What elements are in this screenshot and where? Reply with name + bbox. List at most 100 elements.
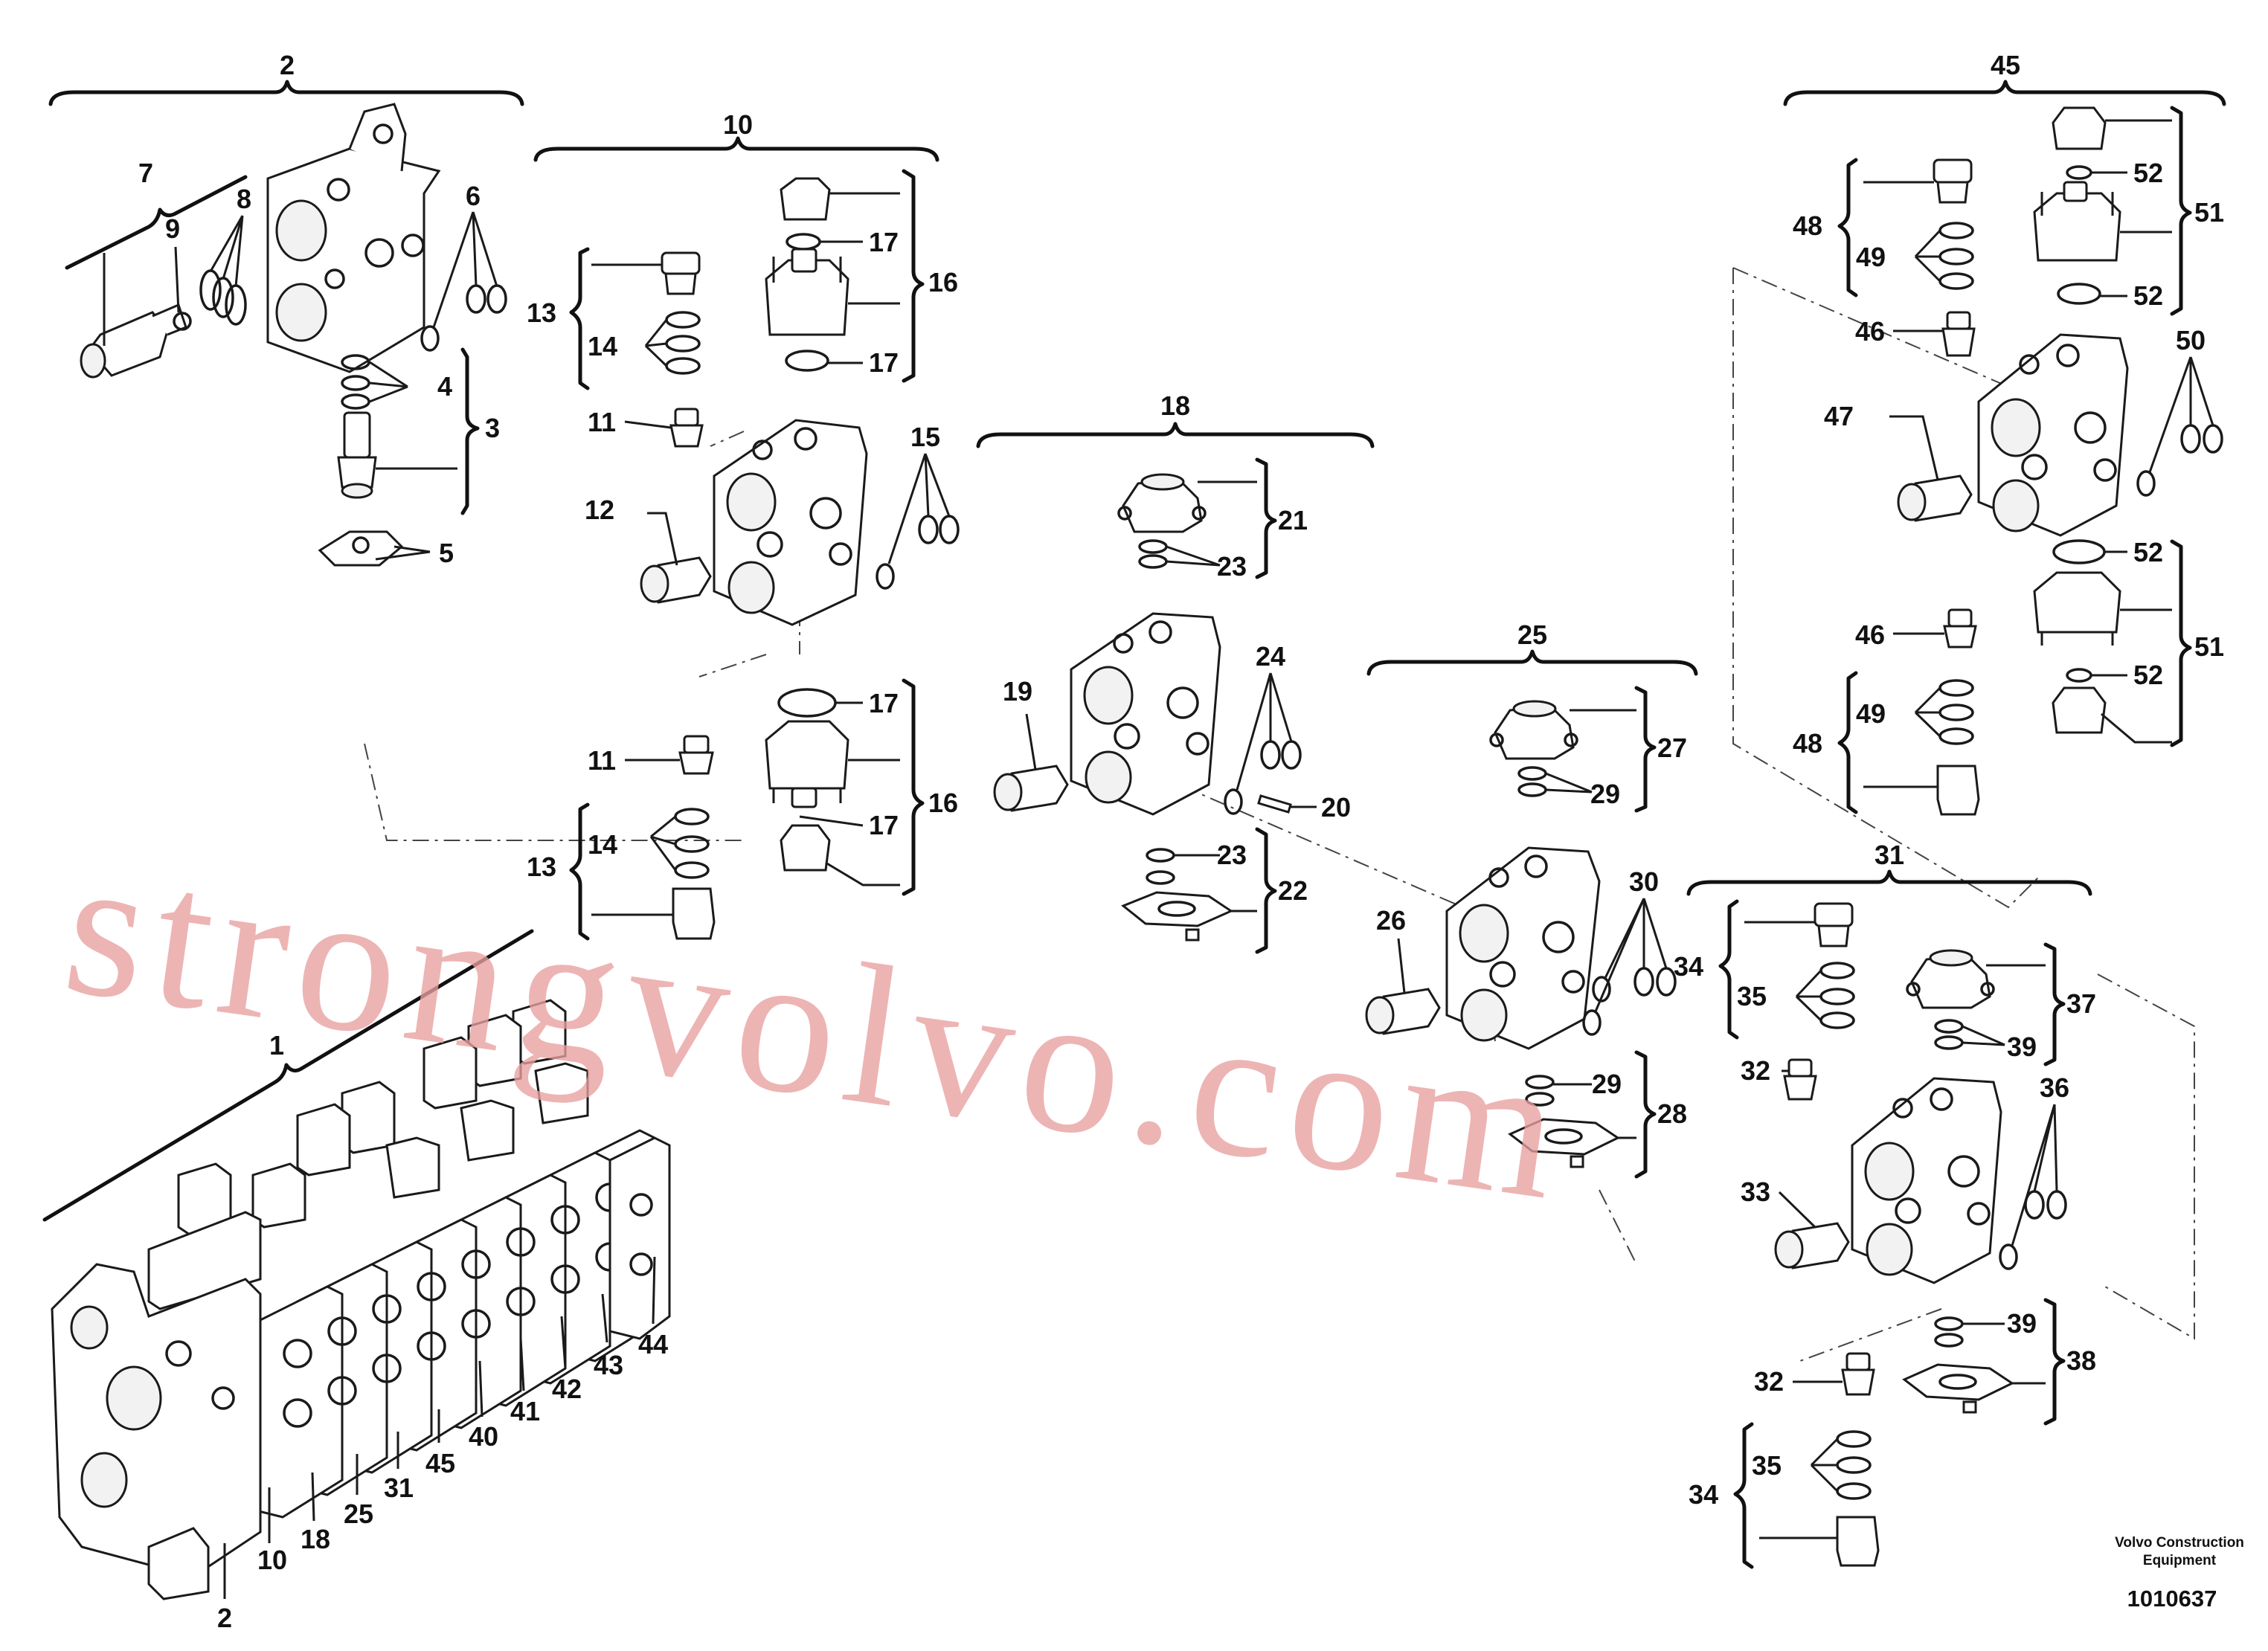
section-45-group: 45 52 52 51 49 4 [1783,50,2226,816]
callout-43: 43 [594,1350,623,1380]
callout-38: 38 [2066,1345,2096,1376]
callout-51-a: 51 [2194,197,2224,228]
valve-slices [251,1129,656,1519]
plug-34a-part [1814,902,1854,947]
plug-13b-part [672,887,716,940]
o-rings-8 [199,215,247,326]
valve-11b-part [678,735,714,775]
callout-11-b: 11 [588,745,616,776]
callout-16-b: 16 [928,788,958,818]
clamp-5-part [318,530,404,567]
callout-3: 3 [485,413,500,443]
bracket-31 [1686,869,2092,896]
callout-24: 24 [1256,641,1285,672]
callout-9: 9 [165,213,180,244]
callout-47: 47 [1824,401,1854,431]
callout-34-b: 34 [1689,1479,1718,1510]
bracket-38 [2043,1298,2066,1426]
section-31-group: 31 35 34 39 37 [1674,840,2096,1569]
callout-52-c: 52 [2133,537,2163,567]
o-rings-39a [1934,1019,2005,1050]
callout-42: 42 [552,1374,582,1404]
bracket-48a [1837,158,1858,297]
plug-19-part [993,765,1069,812]
callout-48-a: 48 [1793,210,1822,241]
nut-16b-part [780,824,831,872]
callout-35-a: 35 [1737,981,1767,1011]
plug-34b-part [1836,1516,1880,1567]
o-rings-50 [2136,356,2223,497]
o-ring-17b [785,350,829,372]
callout-15: 15 [910,422,940,452]
valve-46a-part [1941,311,1976,357]
callout-14-a: 14 [588,331,617,361]
callout-4: 4 [437,371,452,402]
callout-13-a: 13 [527,297,556,328]
o-rings-4 [341,354,408,410]
o-rings-29a [1517,766,1593,797]
inlet-end-plate [51,1263,262,1600]
callout-52-d: 52 [2133,660,2163,690]
callout-49-a: 49 [1856,242,1886,272]
bracket-2 [48,80,524,106]
callout-29-b: 29 [1592,1069,1622,1099]
callout-12: 12 [585,495,614,525]
bracket-18 [976,422,1375,448]
callout-23-b: 23 [1217,840,1247,870]
bracket-48b [1837,671,1858,814]
o-rings-30 [1582,898,1677,1036]
o-rings-29b [1525,1075,1592,1107]
inlet-block-part [266,103,441,373]
plug-48a-part [1933,158,1973,204]
callout-40: 40 [469,1421,498,1452]
o-rings-14b [649,808,710,879]
o-rings-36 [1999,1104,2067,1270]
callout-25-top: 25 [1517,619,1547,650]
bracket-7 [65,175,248,270]
cap-16a-part [765,248,849,336]
cap-16b-part [765,720,849,808]
bracket-51b [2170,539,2192,747]
callout-17-d: 17 [869,810,899,840]
callout-41: 41 [510,1396,540,1426]
cover-22-part [1121,891,1234,942]
bracket-37 [2043,942,2066,1066]
callout-32-a: 32 [1741,1055,1770,1086]
o-rings-24 [1224,672,1302,815]
section-2-group: 2 7 9 8 [48,50,524,568]
bracket-21 [1255,457,1277,579]
plug-33-part [1774,1222,1850,1269]
callout-1: 1 [269,1030,284,1061]
slice-ports [283,1182,625,1428]
section-25-block-part [1445,846,1601,1050]
o-rings-35b [1810,1430,1872,1500]
callout-36: 36 [2040,1072,2069,1103]
cap-21-part [1117,473,1207,533]
cap-27-part [1489,700,1578,760]
callout-32-b: 32 [1754,1366,1784,1397]
callout-16-a: 16 [928,267,958,297]
outlet-end-plate [608,1136,671,1340]
callout-37: 37 [2066,988,2096,1019]
callout-13-b: 13 [527,852,556,882]
o-rings-23a [1138,539,1221,569]
callout-18-bottom: 18 [301,1524,330,1554]
callout-5: 5 [439,538,454,568]
callout-7: 7 [138,158,153,188]
callout-26: 26 [1376,905,1406,936]
bracket-34a [1718,899,1739,1040]
callout-22: 22 [1278,875,1308,906]
callout-46-a: 46 [1855,316,1885,347]
section-31-block-part [1851,1077,2002,1284]
o-rings-23b [1146,848,1220,885]
bracket-51a [2170,106,2192,316]
nut-51b-part [2052,686,2107,734]
callout-18-top: 18 [1160,390,1190,421]
o-rings-49a [1914,222,1974,290]
callout-39-a: 39 [2007,1032,2037,1062]
o-rings-39b [1934,1316,2005,1348]
bracket-13b [569,802,590,941]
plug-13a-part [661,251,701,295]
callout-48-b: 48 [1793,728,1822,759]
